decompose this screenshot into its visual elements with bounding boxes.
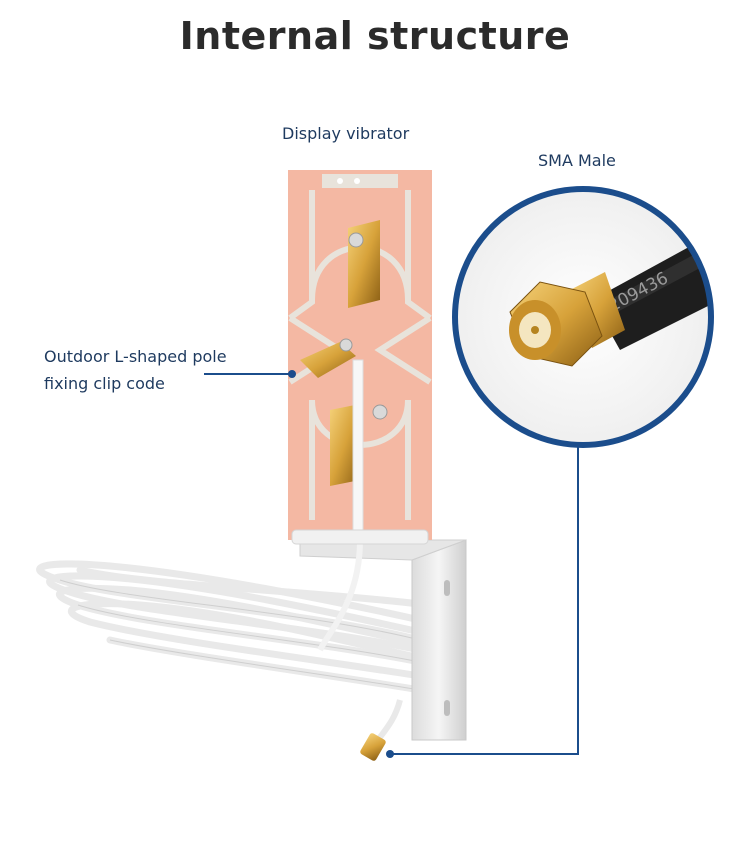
sma-connector-small — [360, 733, 386, 761]
label-clip-line1: Outdoor L-shaped pole — [44, 347, 227, 366]
label-clip: Outdoor L-shaped pole fixing clip code — [44, 343, 227, 397]
label-display-vibrator: Display vibrator — [282, 124, 410, 143]
callout-dot-sma — [386, 750, 394, 758]
page-title: Internal structure — [179, 14, 571, 58]
label-sma-male: SMA Male — [538, 151, 616, 170]
callout-lines — [204, 373, 579, 755]
pcb-vibrator — [288, 170, 432, 545]
sma-zoom-circle: 209436 — [452, 186, 714, 448]
feed-cable — [317, 539, 363, 652]
label-clip-line2: fixing clip code — [44, 374, 165, 393]
callout-dot-clip — [288, 370, 296, 378]
cable-coil — [36, 560, 424, 694]
l-bracket — [299, 539, 467, 741]
